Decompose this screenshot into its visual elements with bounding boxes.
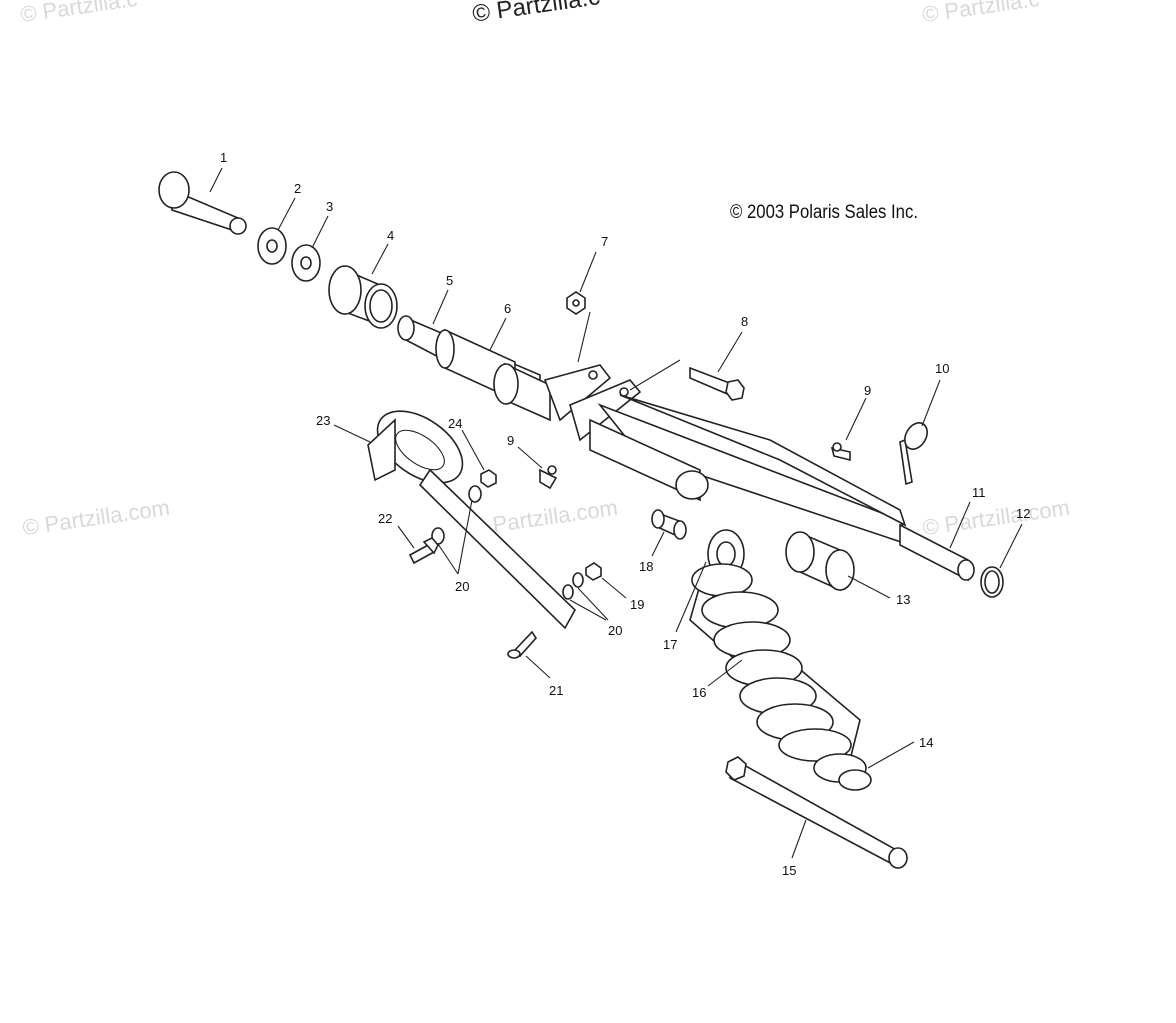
part-15-bolt bbox=[725, 756, 908, 869]
part-8-bolt bbox=[689, 366, 745, 401]
callout-16: 16 bbox=[692, 685, 706, 700]
callout-12: 12 bbox=[1016, 506, 1030, 521]
part-19-nut bbox=[585, 562, 602, 581]
leader-lines bbox=[209, 167, 1023, 859]
callout-22: 22 bbox=[378, 511, 392, 526]
part-22-bolt bbox=[408, 537, 439, 565]
part-3-washer bbox=[291, 244, 321, 282]
part-7-nut bbox=[566, 291, 586, 315]
callout-21: 21 bbox=[549, 683, 563, 698]
callout-23: 23 bbox=[316, 413, 330, 428]
callout-1: 1 bbox=[220, 150, 227, 165]
part-4-bushing bbox=[328, 265, 398, 329]
copyright-text: 2003 Polaris Sales Inc. bbox=[746, 202, 918, 223]
callout-6: 6 bbox=[504, 301, 511, 316]
part-2-washer bbox=[257, 227, 287, 265]
part-21-bolt bbox=[507, 630, 538, 659]
part-9-fitting bbox=[830, 442, 851, 462]
part-23-torque-arm bbox=[367, 410, 576, 630]
callout-labels: 1 2 3 4 5 6 7 8 9 10 11 12 13 14 15 16 1… bbox=[220, 150, 1030, 878]
part-5-6-shaft bbox=[397, 315, 551, 422]
part-20-washers bbox=[431, 485, 584, 600]
callout-2: 2 bbox=[294, 181, 301, 196]
part-16-shock-spring bbox=[689, 529, 872, 791]
callout-5: 5 bbox=[446, 273, 453, 288]
part-24-nut bbox=[480, 469, 497, 488]
callout-20b: 20 bbox=[455, 579, 469, 594]
callout-24: 24 bbox=[448, 416, 462, 431]
callout-8: 8 bbox=[741, 314, 748, 329]
part-13-bushing bbox=[785, 531, 855, 592]
part-6-swing-arm bbox=[543, 364, 975, 582]
callout-11: 11 bbox=[972, 485, 986, 500]
callout-9b: 9 bbox=[507, 433, 514, 448]
part-18-spacer bbox=[651, 509, 687, 540]
callout-20: 20 bbox=[608, 623, 622, 638]
part-1-pin bbox=[158, 171, 247, 235]
callout-4: 4 bbox=[387, 228, 394, 243]
callout-3: 3 bbox=[326, 199, 333, 214]
callout-10: 10 bbox=[935, 361, 949, 376]
callout-19: 19 bbox=[630, 597, 644, 612]
part-9-fitting-b bbox=[539, 465, 558, 490]
callout-9: 9 bbox=[864, 383, 871, 398]
callout-13: 13 bbox=[896, 592, 910, 607]
callout-17: 17 bbox=[663, 637, 677, 652]
callout-7: 7 bbox=[601, 234, 608, 249]
callout-15: 15 bbox=[782, 863, 796, 878]
copyright-notice: © 2003 Polaris Sales Inc. bbox=[730, 202, 918, 223]
part-10-clip bbox=[899, 422, 928, 486]
callout-14: 14 bbox=[919, 735, 933, 750]
callout-18: 18 bbox=[639, 559, 653, 574]
part-12-ring bbox=[980, 566, 1004, 598]
